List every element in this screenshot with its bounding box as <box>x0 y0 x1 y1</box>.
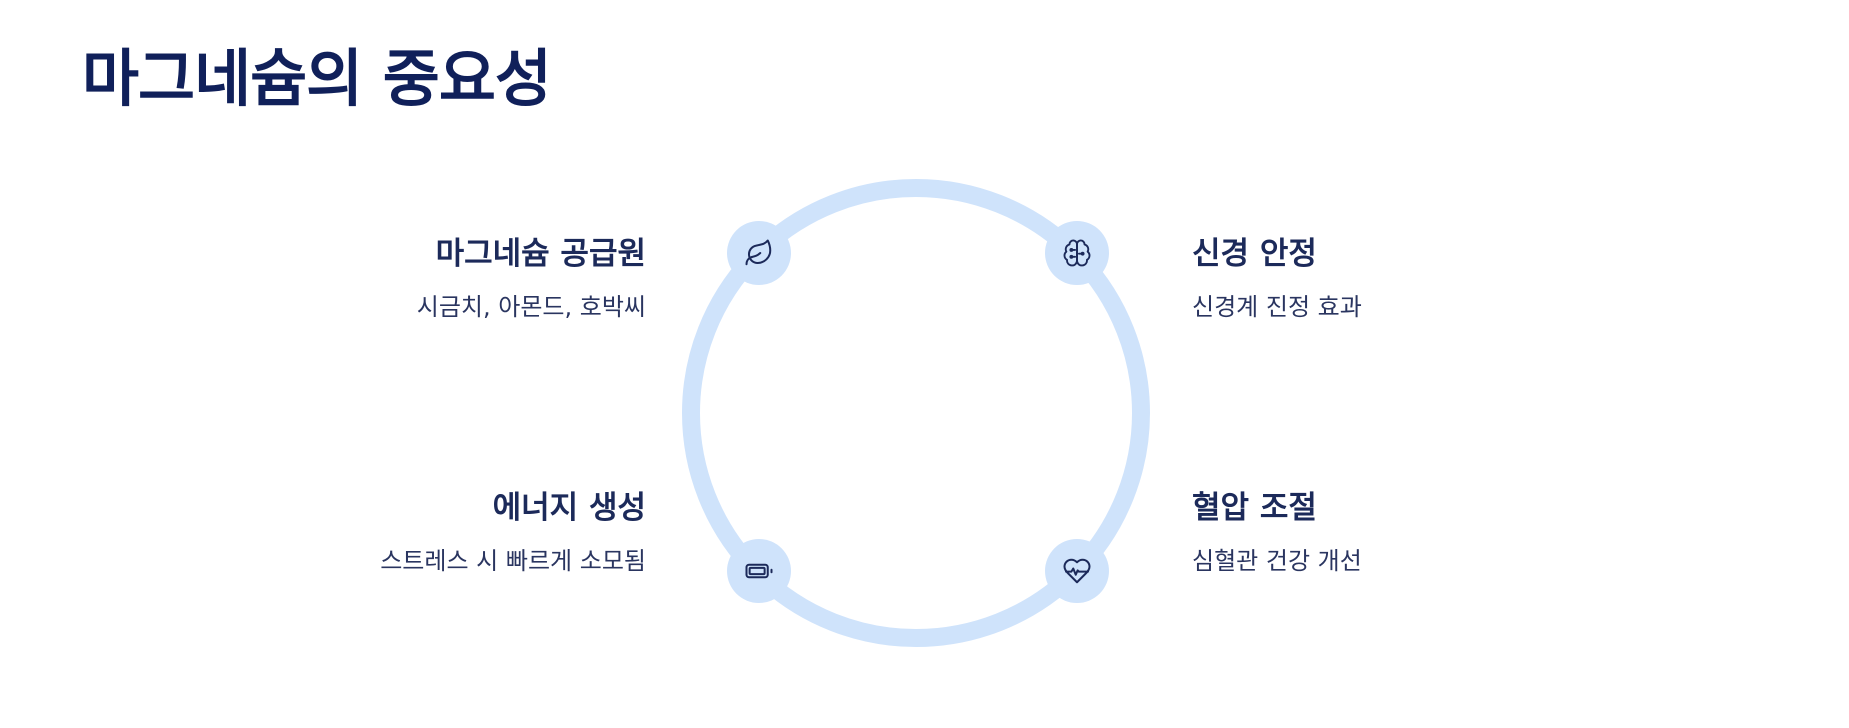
node-nerve-stability <box>1045 221 1109 285</box>
item-description: 신경계 진정 효과 <box>1192 293 1362 322</box>
item-title: 에너지 생성 <box>492 490 646 526</box>
leaf-icon <box>745 239 772 266</box>
item-description: 시금치, 아몬드, 호박씨 <box>416 293 646 322</box>
item-energy-production: 에너지 생성 스트레스 시 빠르게 소모됨 <box>286 490 646 576</box>
brain-icon <box>1063 239 1091 267</box>
item-nerve-stability: 신경 안정 신경계 진정 효과 <box>1192 236 1552 322</box>
node-blood-pressure <box>1045 539 1109 603</box>
item-description: 심혈관 건강 개선 <box>1192 547 1362 576</box>
node-energy-production <box>727 539 791 603</box>
node-magnesium-sources <box>727 221 791 285</box>
battery-icon <box>745 563 773 579</box>
item-description: 스트레스 시 빠르게 소모됨 <box>380 547 646 576</box>
item-title: 신경 안정 <box>1192 236 1317 272</box>
heart-pulse-icon <box>1063 558 1091 584</box>
item-title: 혈압 조절 <box>1192 490 1317 526</box>
item-blood-pressure: 혈압 조절 심혈관 건강 개선 <box>1192 490 1552 576</box>
item-title: 마그네슘 공급원 <box>435 236 646 272</box>
page-title: 마그네슘의 중요성 <box>82 42 552 115</box>
item-magnesium-sources: 마그네슘 공급원 시금치, 아몬드, 호박씨 <box>286 236 646 322</box>
